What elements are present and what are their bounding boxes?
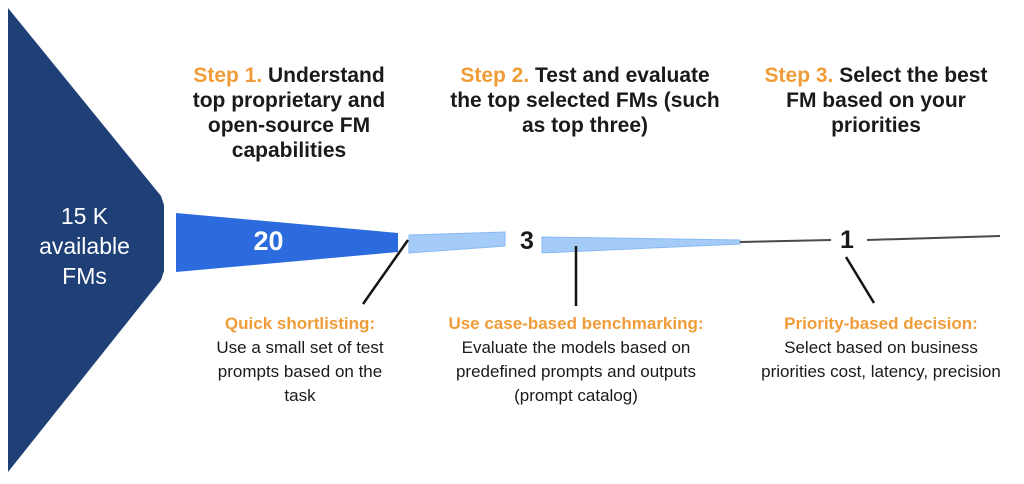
funnel-stage2-shape <box>408 231 506 254</box>
source-arrow-shape <box>8 8 164 472</box>
callout2-body-line: (prompt catalog) <box>514 386 638 405</box>
step3-title-line: priorities <box>831 114 921 137</box>
funnel-tail-line-right <box>866 235 1001 241</box>
step1-title-line: top proprietary and <box>192 89 386 112</box>
funnel-stage3-shape <box>541 236 741 254</box>
step2-header: Step 2. Test and evaluate the top select… <box>432 63 738 138</box>
step1-title-rest: Understand <box>262 64 385 87</box>
callout2-title: Use case-based benchmarking: <box>448 314 704 333</box>
step2-title-line: Step 2. Test and evaluate <box>432 63 738 88</box>
step2-title-line: as top three) <box>521 114 649 137</box>
callout-quick-shortlisting: Quick shortlisting: Use a small set of t… <box>197 312 403 408</box>
step2-title-line: the top selected FMs (such <box>450 89 720 112</box>
stage2-count: 3 <box>520 227 534 255</box>
step2-title-rest: Test and evaluate <box>529 64 710 87</box>
source-label: 15 K available FMs <box>8 201 161 291</box>
step3-title-line: FM based on your <box>786 89 966 112</box>
step3-prefix: Step 3. <box>764 64 834 87</box>
callout2-body-line: Evaluate the models based on <box>461 338 691 357</box>
callout2-body-line: predefined prompts and outputs <box>455 362 697 381</box>
callout3-title: Priority-based decision: <box>784 314 978 333</box>
callout1-body-line: task <box>284 386 316 405</box>
callout-priority-decision: Priority-based decision: Select based on… <box>753 312 1009 384</box>
step1-title-line: Step 1. Understand <box>182 63 396 88</box>
callout3-body-line: Select based on business <box>784 338 978 357</box>
callout1-title: Quick shortlisting: <box>224 314 376 333</box>
callout-leader-line-3 <box>844 256 876 304</box>
step1-title-line: open-source FM <box>207 114 371 137</box>
callout1-body-line: prompts based on the <box>217 362 383 381</box>
callout1-body-line: Use a small set of test <box>216 338 384 357</box>
funnel-tail-line-left <box>739 239 832 243</box>
source-label-line: FMs <box>62 263 107 289</box>
step1-title-line: capabilities <box>231 139 347 162</box>
step3-title-rest: Select the best <box>833 64 988 87</box>
stage3-count: 1 <box>840 226 854 254</box>
source-label-line: 15 K <box>60 203 109 229</box>
step2-prefix: Step 2. <box>460 64 530 87</box>
callout3-body-line: priorities cost, latency, precision <box>761 362 1001 381</box>
step1-prefix: Step 1. <box>193 64 263 87</box>
step3-title-line: Step 3. Select the best <box>760 63 992 88</box>
stage1-count: 20 <box>253 226 284 256</box>
step3-header: Step 3. Select the best FM based on your… <box>760 63 992 138</box>
step1-header: Step 1. Understand top proprietary and o… <box>182 63 396 163</box>
source-label-line: available <box>39 233 130 259</box>
funnel-stage1-shape <box>176 213 398 272</box>
callout-use-case-benchmarking: Use case-based benchmarking: Evaluate th… <box>426 312 726 408</box>
callout-leader-line-1 <box>361 239 410 305</box>
